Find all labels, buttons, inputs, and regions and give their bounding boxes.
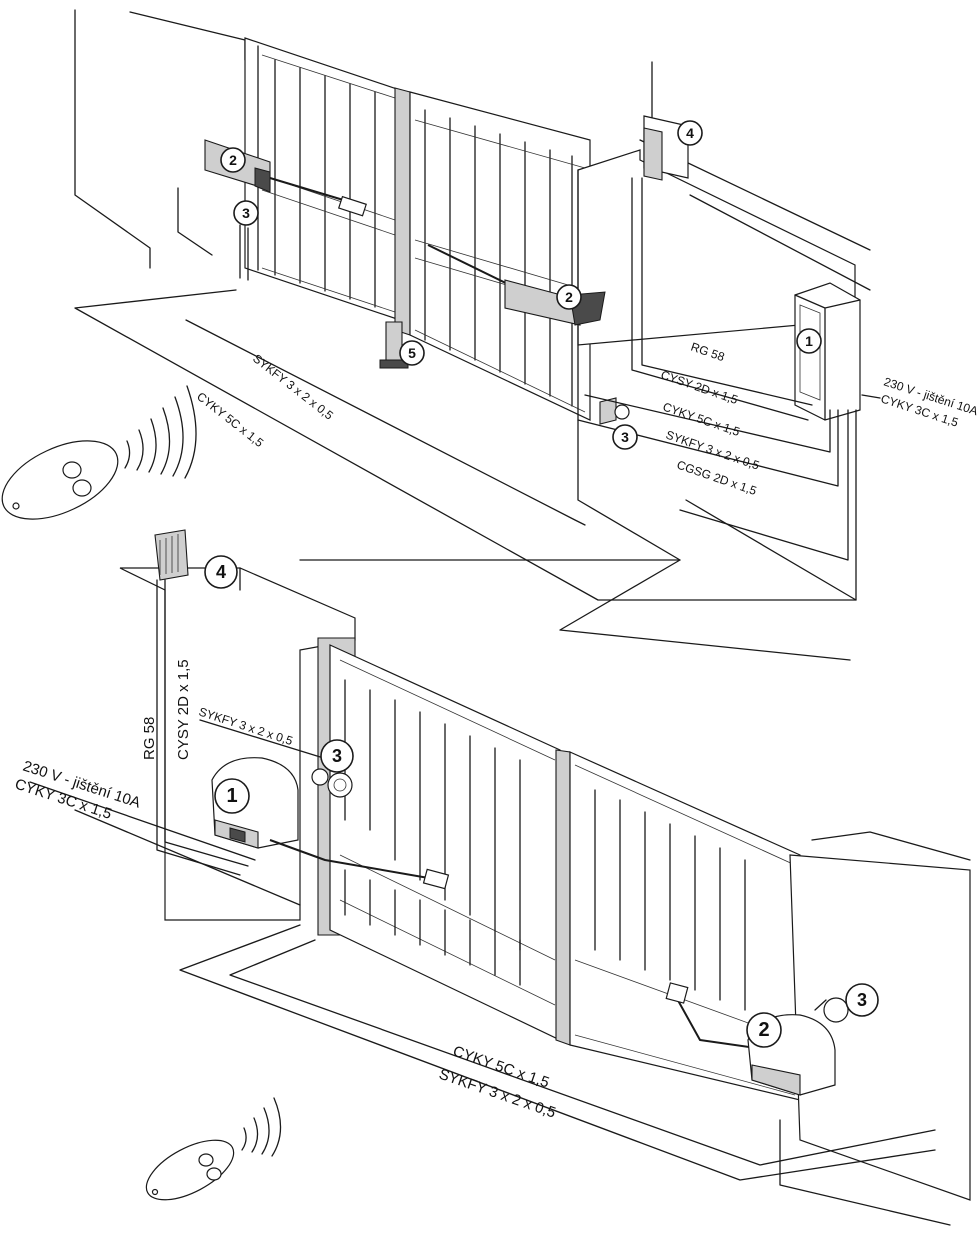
label-sykfy-left-top: SYKFY 3 x 2 x 0,5 (250, 351, 336, 422)
marker-photocell-right-bottom (845, 983, 879, 1017)
top-left-wall (74, 9, 151, 269)
top-cable-sykfy-left (185, 319, 586, 526)
svg-text:3: 3 (857, 990, 867, 1010)
marker-motor-bottom (746, 1012, 782, 1048)
marker-photocell-left-bottom (320, 739, 354, 773)
bottom-cable-power (29, 781, 256, 861)
top-markers: 2 3 2 5 3 4 1 (220, 120, 822, 450)
marker-stop-top (399, 340, 425, 366)
marker-lamp-top (677, 120, 703, 146)
top-lamp (643, 61, 689, 181)
bottom-cable-rg58 (156, 579, 241, 876)
bottom-lamp (154, 529, 189, 581)
svg-text:3: 3 (621, 429, 629, 445)
top-cable-cysy (631, 177, 809, 421)
top-left-photocell-post (239, 224, 249, 281)
marker-photocell-left-top (233, 200, 259, 226)
bottom-right-motor (665, 982, 836, 1096)
bottom-cable-cyky5c (179, 924, 936, 1181)
top-right-wall-front (577, 169, 681, 561)
top-cable-cgsg (679, 409, 849, 561)
bottom-gate-center (555, 749, 571, 1046)
marker-control-bottom (214, 778, 250, 814)
marker-lamp-bottom (204, 555, 238, 589)
bottom-scene: RG 58 CYSY 2D x 1,5 SYKFY 3 x 2 x 0,5 23… (13, 529, 971, 1226)
svg-text:5: 5 (408, 345, 416, 361)
top-cable-sykfy (577, 409, 839, 487)
label-rg58-bottom: RG 58 (141, 717, 158, 760)
svg-text:3: 3 (332, 746, 342, 766)
label-cysy-bottom: CYSY 2D x 1,5 (175, 659, 192, 760)
top-cable-cyky5c-left (74, 289, 857, 601)
label-cyky5c-left-top: CYKY 5C x 1,5 (194, 389, 266, 450)
top-cable-cyky5c (584, 394, 831, 453)
top-scene: RG 58 CYSY 2D x 1,5 CYKY 5C x 1,5 SYKFY … (1, 9, 978, 661)
svg-text:3: 3 (242, 205, 250, 221)
svg-text:1: 1 (805, 333, 813, 349)
bottom-remote (145, 1097, 282, 1201)
svg-text:2: 2 (758, 1019, 769, 1041)
top-ground-line (299, 559, 851, 661)
bottom-markers: 4 1 3 2 3 (204, 555, 879, 1048)
bottom-cable-cysy (164, 579, 249, 867)
svg-text:2: 2 (565, 289, 573, 305)
top-left-wall-top (129, 11, 246, 61)
marker-photocell-right-top (612, 424, 638, 450)
top-left-pillar-base (177, 187, 213, 256)
bottom-cable-sykfy-upper (199, 719, 331, 761)
top-gate-center-post (394, 87, 411, 336)
top-remote (1, 385, 197, 520)
bottom-gate-left-leaf (329, 644, 561, 1041)
label-rg58-top: RG 58 (689, 340, 727, 365)
bottom-cable-sykfy-lower (229, 939, 936, 1166)
marker-motor-left-top (220, 147, 246, 173)
svg-text:4: 4 (686, 125, 694, 141)
svg-text:1: 1 (226, 785, 237, 807)
bottom-right-photocell (823, 997, 849, 1023)
svg-text:4: 4 (216, 562, 226, 582)
marker-motor-right-top (556, 284, 582, 310)
top-cable-rg58 (641, 177, 813, 406)
top-right-photocell (599, 397, 617, 425)
top-gate-right-leaf (409, 91, 591, 421)
bottom-left-photocell (327, 772, 353, 798)
top-control-box (794, 282, 861, 421)
marker-control-top (796, 328, 822, 354)
svg-text:2: 2 (229, 152, 237, 168)
